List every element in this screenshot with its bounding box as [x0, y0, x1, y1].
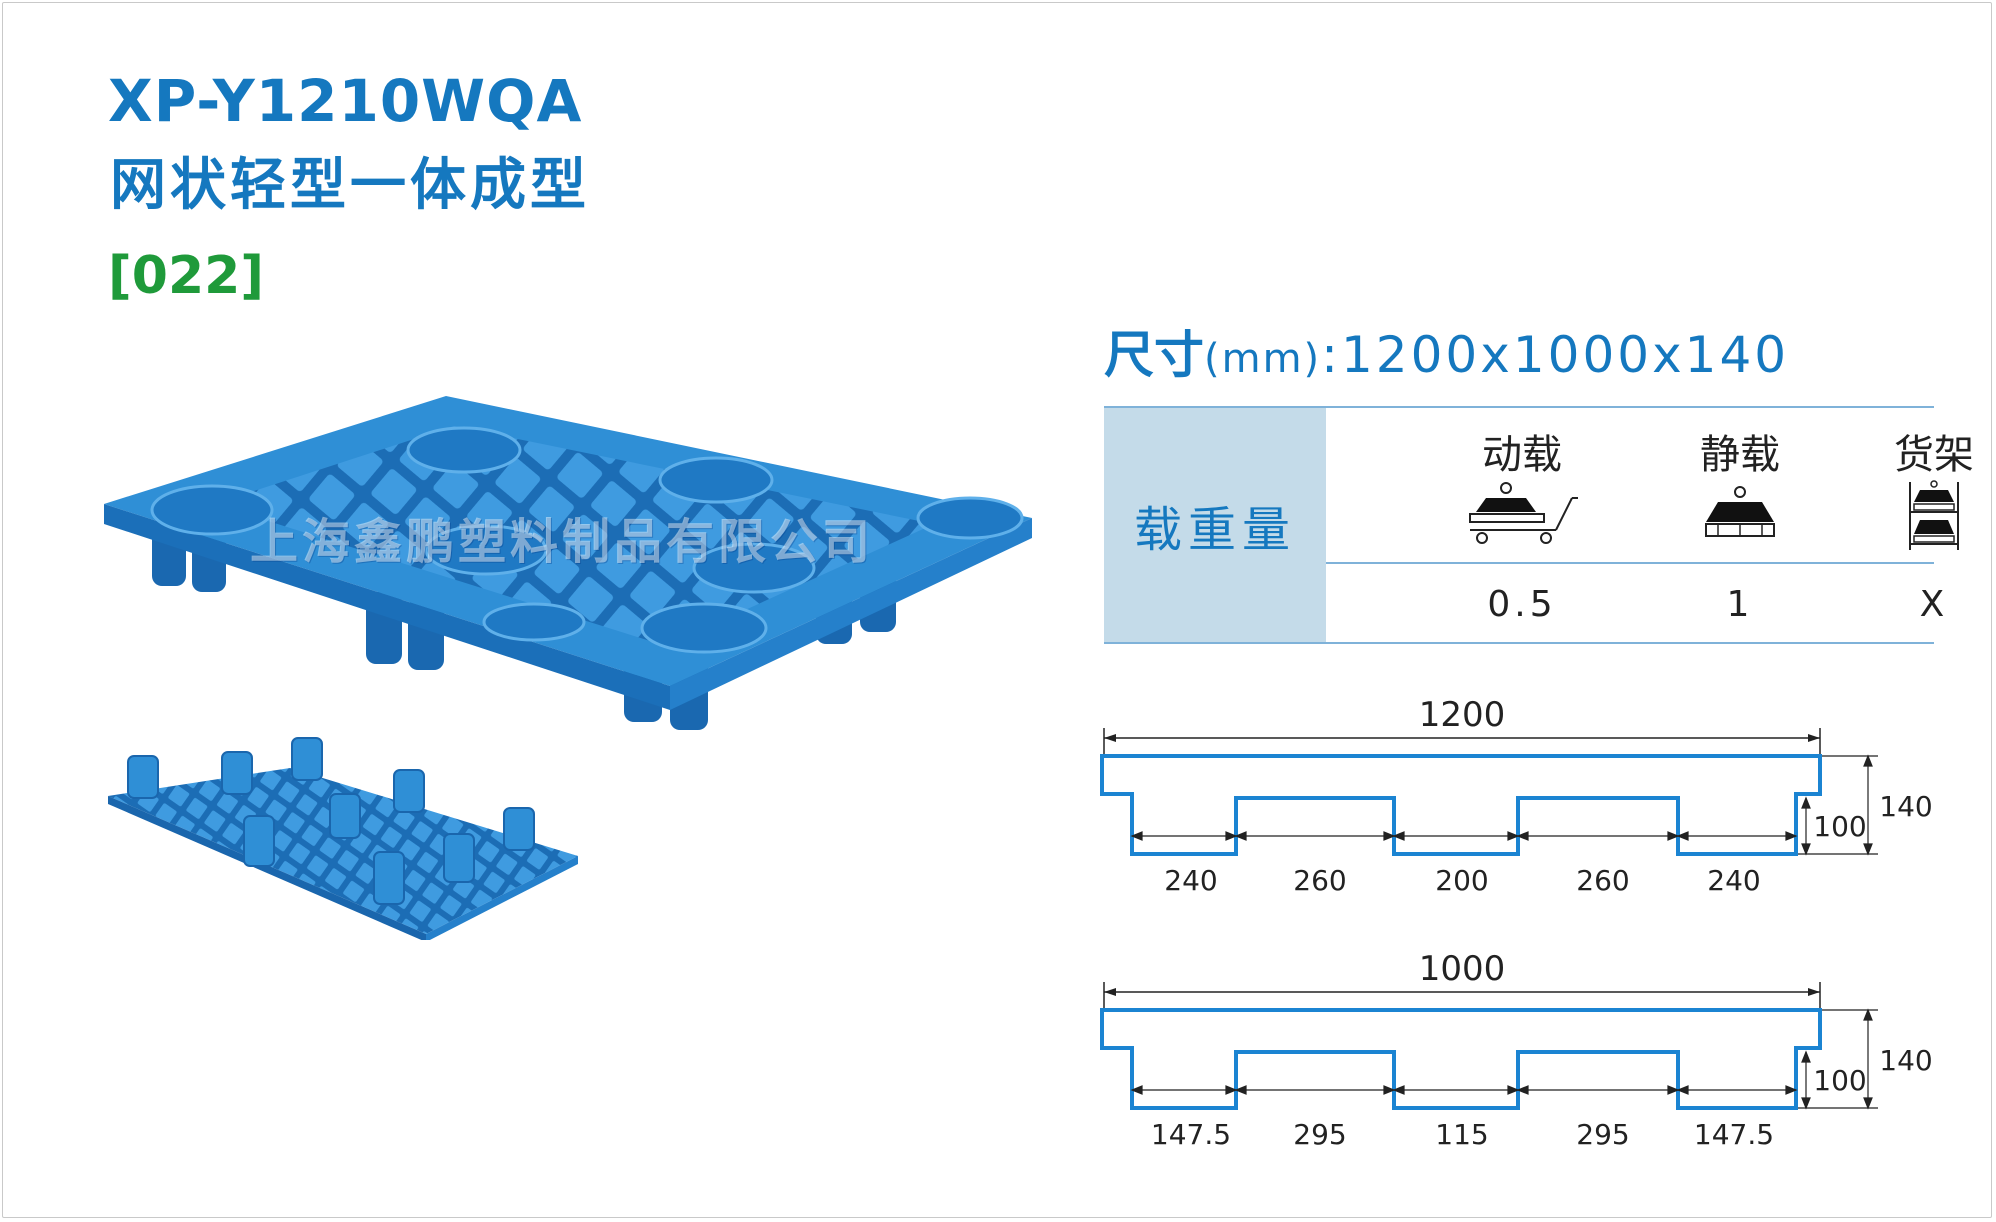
segment-label: 147.5	[1151, 1118, 1231, 1151]
total-length-label: 1200	[1419, 695, 1506, 735]
segment-label: 260	[1576, 864, 1629, 897]
product-model: XP-Y1210WQA	[108, 67, 583, 135]
segment-label: 147.5	[1694, 1118, 1774, 1151]
segment-label: 295	[1293, 1118, 1346, 1151]
pallet-top-photo	[104, 396, 1032, 730]
load-table-header: 载重量	[1104, 408, 1326, 642]
rack-load-title: 货架	[1894, 432, 1974, 478]
pallet-bottom-photo	[108, 737, 578, 940]
rack-load-icon	[1909, 480, 1959, 550]
size-unit: (mm)	[1204, 336, 1322, 382]
load-table-divider	[1326, 562, 1934, 564]
rack-load-value: X	[1919, 584, 1949, 625]
inner-height-label: 100	[1813, 1064, 1866, 1097]
inner-height-label: 100	[1813, 810, 1866, 843]
size-value: 1200x1000x140	[1341, 326, 1790, 384]
dynamic-load-icon	[1469, 482, 1578, 544]
total-width-label: 1000	[1419, 949, 1506, 989]
segment-label: 260	[1293, 864, 1346, 897]
dimension-diagram-length: 1200 100 140 240 260 200 260 240	[1100, 695, 1933, 897]
segment-label: 240	[1164, 864, 1217, 897]
segment-label: 295	[1576, 1118, 1629, 1151]
size-spec: 尺寸(mm):1200x1000x140	[1104, 330, 1789, 380]
segment-label: 240	[1707, 864, 1760, 897]
size-colon: :	[1321, 326, 1341, 384]
segment-label: 115	[1435, 1118, 1488, 1151]
outer-height-label: 140	[1879, 790, 1932, 823]
static-load-icon	[1705, 486, 1775, 537]
segment-label: 200	[1435, 864, 1488, 897]
static-load-title: 静载	[1700, 432, 1780, 478]
load-capacity-table: 载重量 动载 0.5 静载 1 货架	[1104, 406, 1974, 644]
static-load-value: 1	[1726, 584, 1754, 625]
product-code: [022]	[108, 246, 265, 306]
outer-height-label: 140	[1879, 1044, 1932, 1077]
dimension-diagram-width: 1000 100 140 147.5 295 115 295 147.5	[1100, 949, 1933, 1151]
product-subtitle: 网状轻型一体成型	[110, 153, 590, 218]
company-watermark: 上海鑫鹏塑料制品有限公司	[250, 514, 875, 570]
dynamic-load-value: 0.5	[1487, 584, 1557, 625]
dynamic-load-title: 动载	[1482, 432, 1562, 478]
size-label: 尺寸	[1104, 326, 1204, 384]
